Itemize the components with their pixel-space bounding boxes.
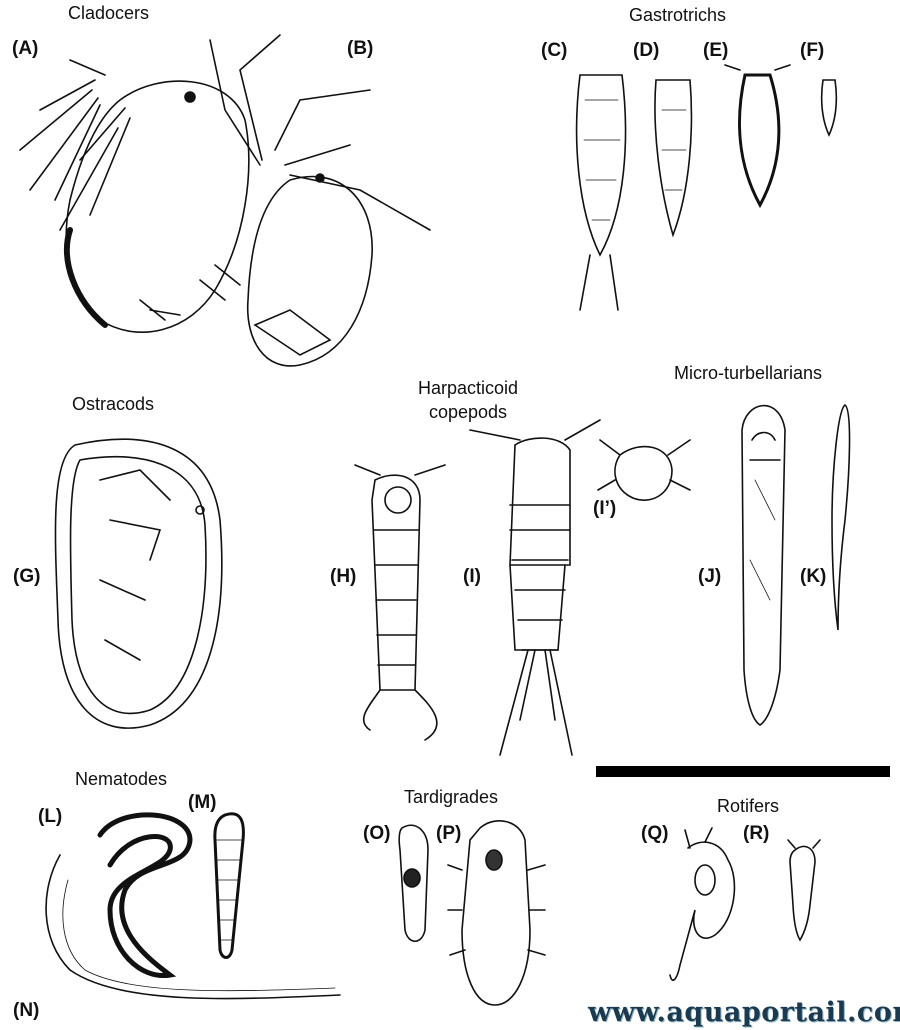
- nematode-n-drawing: [45, 854, 341, 1000]
- panel-label-p: (P): [436, 823, 462, 844]
- title-micro-turbellarians: Micro-turbellarians: [674, 363, 823, 383]
- panel-label-b: (B): [347, 38, 374, 59]
- panel-label-d: (D): [633, 40, 660, 61]
- nematode-l-drawing: [97, 812, 193, 979]
- scale-bar: [596, 766, 890, 777]
- panel-label-m: (M): [188, 792, 217, 813]
- gastrotrich-f-drawing: [820, 79, 838, 137]
- title-cladocers: Cladocers: [68, 3, 150, 23]
- nematode-m-drawing: [213, 812, 245, 959]
- copepod-h-drawing: [354, 464, 446, 741]
- title-rotifers: Rotifers: [717, 796, 780, 816]
- gastrotrich-e-drawing: [724, 64, 791, 209]
- copepod-i-drawing: [469, 419, 601, 756]
- gastrotrich-c-drawing: [575, 74, 627, 311]
- title-tardigrades: Tardigrades: [404, 787, 499, 807]
- title-harpacticoid: Harpacticoid copepods: [418, 376, 518, 424]
- title-nematodes: Nematodes: [75, 769, 168, 789]
- title-ostracods: Ostracods: [72, 394, 155, 414]
- panel-label-i: (I): [463, 566, 481, 587]
- title-harpacticoid-line1: Harpacticoid: [418, 378, 519, 398]
- gastrotrich-d-drawing: [654, 79, 693, 238]
- panel-label-j: (J): [698, 566, 722, 587]
- panel-label-f: (F): [800, 40, 825, 61]
- cladoceran-a-drawing: [19, 59, 250, 333]
- turbellarian-k-drawing: [831, 404, 851, 631]
- panel-label-h: (H): [330, 566, 357, 587]
- tardigrade-o-drawing: [398, 824, 429, 943]
- panel-label-n: (N): [13, 1000, 40, 1021]
- panel-label-g: (G): [13, 566, 41, 587]
- rotifer-q-drawing: [669, 827, 736, 981]
- tardigrade-p-drawing: [447, 820, 546, 1006]
- panel-label-l: (L): [38, 806, 63, 827]
- copepod-larva-drawing: [597, 439, 691, 501]
- rotifer-r-drawing: [787, 839, 821, 942]
- cladoceran-b-drawing: [209, 34, 431, 367]
- ostracod-drawing: [54, 438, 223, 729]
- panel-label-o: (O): [363, 823, 391, 844]
- panel-label-k: (K): [800, 566, 827, 587]
- panel-label-i-prime: (I’): [593, 498, 617, 519]
- watermark: www.aquaportail.com: [588, 997, 900, 1028]
- panel-label-a: (A): [12, 38, 39, 59]
- turbellarian-j-drawing: [741, 404, 786, 726]
- panel-label-q: (Q): [641, 823, 669, 844]
- title-gastrotrichs: Gastrotrichs: [629, 5, 727, 25]
- title-harpacticoid-line2: copepods: [428, 402, 508, 422]
- panel-label-r: (R): [743, 823, 770, 844]
- panel-label-c: (C): [541, 40, 568, 61]
- panel-label-e: (E): [703, 40, 729, 61]
